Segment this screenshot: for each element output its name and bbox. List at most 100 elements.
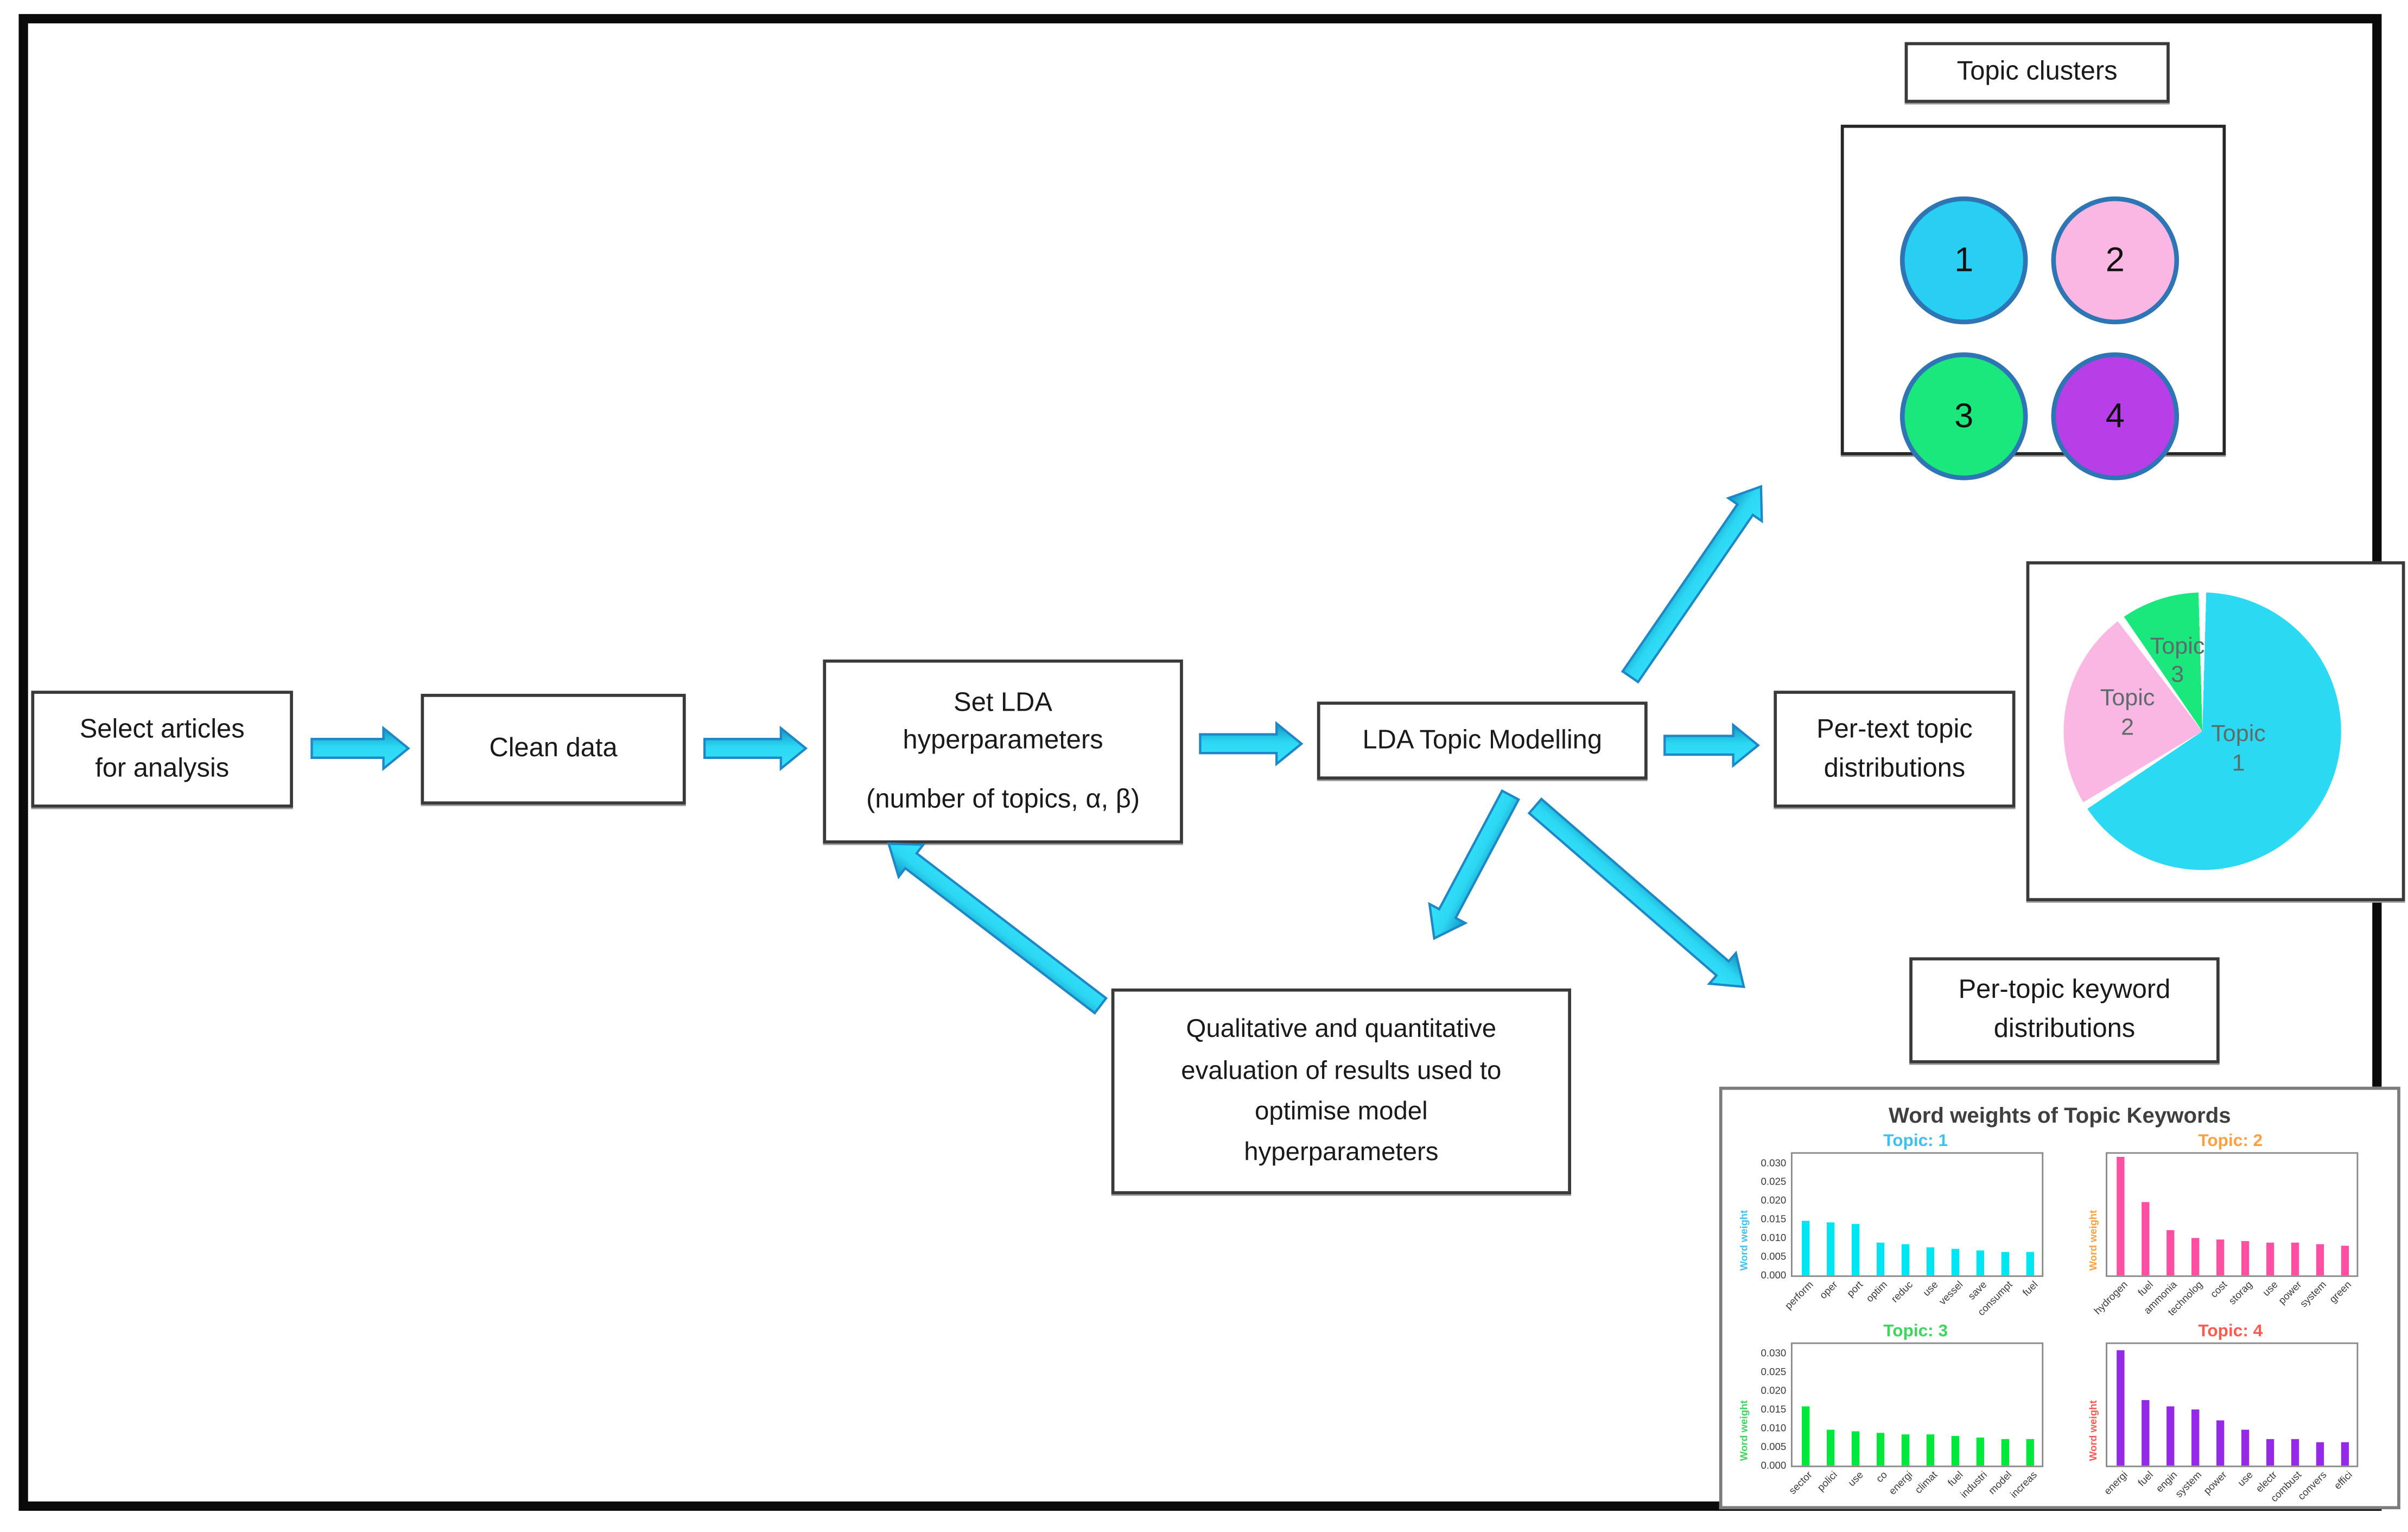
- bar-x-label-text: fuel: [2020, 1280, 2040, 1299]
- per-topic-title-box: Per-topic keyword distributions: [1909, 957, 2220, 1063]
- bar: [2340, 1442, 2348, 1466]
- bar: [1950, 1436, 1959, 1466]
- bar: [2240, 1242, 2248, 1276]
- select-articles-box: Select articles for analysis: [31, 691, 293, 808]
- bar: [2000, 1251, 2009, 1276]
- y-tick-label: 0.015: [1761, 1404, 1787, 1415]
- evaluation-feedback-box: Qualitative and quantitative evaluation …: [1111, 988, 1571, 1194]
- arrow-setlda-to-lda-icon: [1199, 721, 1304, 767]
- pie-chart: [2063, 592, 2341, 870]
- bar: [1876, 1433, 1884, 1466]
- y-tick-label: 0.020: [1761, 1195, 1787, 1206]
- y-tick-label: 0.025: [1761, 1176, 1787, 1188]
- bar: [2115, 1157, 2124, 1276]
- cluster-circle-3: 3: [1899, 352, 2028, 480]
- clean-data-label: Clean data: [489, 733, 618, 763]
- arrow-lda-to-evaluation-icon: [1428, 789, 1521, 940]
- bar: [2340, 1245, 2348, 1276]
- bar-plot-area: [1790, 1342, 2044, 1467]
- bar-plot-area: [2106, 1152, 2359, 1277]
- bar-x-label-text: sector: [1788, 1470, 1815, 1497]
- bar: [1826, 1430, 1834, 1466]
- cluster-circle-4: 4: [2051, 352, 2180, 480]
- pie-slice-label-3: Topic 3: [2150, 632, 2205, 688]
- bar-x-label-text: oper: [1818, 1280, 1840, 1302]
- bar-x-label-text: power: [2202, 1470, 2230, 1497]
- bar-x-label-text: use: [2235, 1470, 2255, 1489]
- bar-x-label-text: port: [1845, 1280, 1865, 1300]
- set-lda-line2: (number of topics, α, β): [866, 784, 1140, 814]
- bar-x-label-text: energi: [2102, 1470, 2131, 1498]
- y-tick-label: 0.010: [1761, 1422, 1787, 1434]
- cluster-circle-2: 2: [2051, 196, 2180, 325]
- bar: [1926, 1435, 1934, 1466]
- bar-x-label-text: fuel: [2136, 1470, 2155, 1489]
- arrow-select-to-clean-icon: [310, 725, 410, 771]
- bar-x-label-text: use: [1846, 1470, 1865, 1489]
- bar: [1950, 1249, 1959, 1276]
- bar: [2265, 1242, 2273, 1276]
- bar-x-label-text: optim: [1865, 1280, 1890, 1305]
- y-tick-label: 0.010: [1761, 1232, 1787, 1244]
- bar: [1901, 1434, 1909, 1466]
- select-articles-label: Select articles for analysis: [79, 713, 245, 782]
- bar-x-label-text: effici: [2332, 1470, 2355, 1492]
- bar: [2240, 1429, 2248, 1466]
- bar: [2165, 1406, 2174, 1466]
- arrow-lda-to-pertopic-icon: [1527, 797, 1745, 989]
- arrow-lda-to-pertext-icon: [1663, 722, 1761, 768]
- topic-clusters-title-box: Topic clusters: [1904, 42, 2170, 103]
- y-tick-label: 0.020: [1761, 1385, 1787, 1396]
- bar-x-label-text: system: [2299, 1280, 2330, 1311]
- bar: [2290, 1439, 2298, 1466]
- bar-x-label-text: climat: [1913, 1470, 1940, 1497]
- bar-x-label-text: increas: [2009, 1470, 2040, 1501]
- y-tick-label: 0.030: [1761, 1347, 1787, 1359]
- bar: [1851, 1224, 1859, 1276]
- word-weights-title: Word weights of Topic Keywords: [1888, 1102, 2231, 1128]
- subplot-title: Topic: 4: [2198, 1322, 2263, 1341]
- bar: [2025, 1251, 2034, 1276]
- y-tick-label: 0.015: [1761, 1213, 1787, 1225]
- subplot-title: Topic: 3: [1883, 1322, 1948, 1341]
- y-axis-label: Word weight: [2088, 1400, 2100, 1461]
- bar: [2190, 1238, 2199, 1276]
- bar-plot-area: [2106, 1342, 2359, 1467]
- y-tick-label: 0.000: [1761, 1270, 1787, 1281]
- bar: [2165, 1230, 2174, 1276]
- y-tick-label: 0.025: [1761, 1366, 1787, 1378]
- bar: [2315, 1441, 2323, 1466]
- y-tick-label: 0.000: [1761, 1460, 1787, 1471]
- bar: [2190, 1409, 2199, 1466]
- bar-x-label-text: industri: [1959, 1470, 1990, 1501]
- bar-plot-area: [1790, 1152, 2044, 1277]
- pie-slice-label-1: Topic 1: [2211, 721, 2266, 777]
- per-text-topic-distributions-box: Per-text topic distributions: [1774, 691, 2016, 808]
- set-lda-line1: Set LDA hyperparameters: [903, 687, 1103, 755]
- clean-data-box: Clean data: [421, 694, 686, 805]
- y-tick-label: 0.030: [1761, 1157, 1787, 1169]
- evaluation-feedback-label: Qualitative and quantitative evaluation …: [1181, 1015, 1502, 1167]
- arrow-evaluation-to-setlda-icon: [887, 842, 1108, 1015]
- arrow-clean-to-setlda-icon: [703, 725, 808, 771]
- bar: [2215, 1239, 2223, 1276]
- bar-x-label-text: perform: [1783, 1280, 1815, 1312]
- bar: [1926, 1247, 1934, 1276]
- bar-x-label-text: vessel: [1936, 1280, 1965, 1308]
- bar: [1826, 1222, 1834, 1276]
- bar: [1801, 1221, 1809, 1276]
- subplot-title: Topic: 2: [2198, 1132, 2263, 1151]
- pie-slice-label-2: Topic 2: [2100, 685, 2155, 742]
- topic-clusters-title: Topic clusters: [1956, 56, 2118, 86]
- bar-x-label-text: energi: [1887, 1470, 1915, 1498]
- bar: [1876, 1242, 1884, 1276]
- bar: [2140, 1400, 2149, 1466]
- bar: [1801, 1406, 1809, 1466]
- bar: [2215, 1420, 2223, 1466]
- bar: [1975, 1250, 1984, 1276]
